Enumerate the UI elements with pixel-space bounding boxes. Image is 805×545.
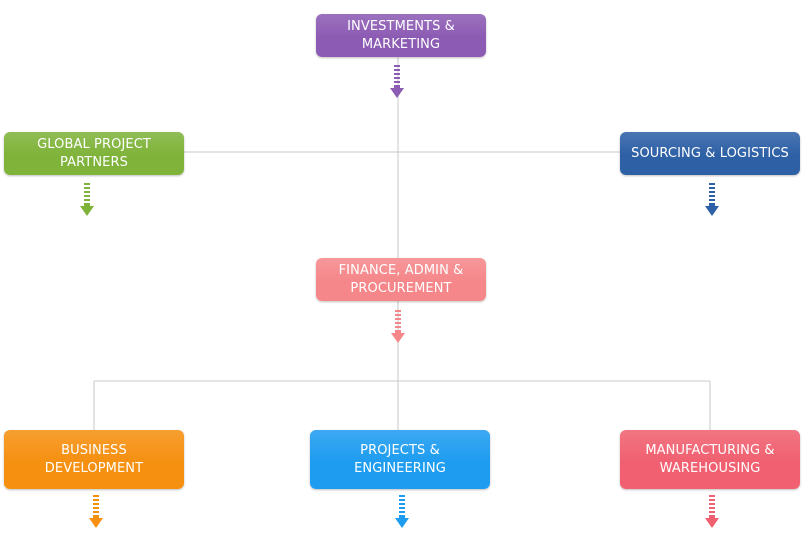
arrow-head bbox=[705, 206, 719, 216]
arrow-dash bbox=[709, 199, 715, 201]
arrow-dash bbox=[93, 503, 99, 505]
arrow-dash bbox=[394, 77, 400, 79]
arrow-dash bbox=[399, 511, 405, 513]
arrow-stem bbox=[709, 203, 715, 207]
down-arrow-icon bbox=[391, 310, 405, 343]
arrow-dash bbox=[709, 511, 715, 513]
global-line2: PARTNERS bbox=[60, 154, 128, 170]
arrow-dash bbox=[84, 195, 90, 197]
arrow-dash bbox=[395, 310, 401, 312]
projects-line1: PROJECTS & bbox=[360, 442, 440, 458]
arrow-dash bbox=[395, 318, 401, 320]
finance-line2: PROCUREMENT bbox=[350, 280, 452, 296]
arrow-dash bbox=[84, 191, 90, 193]
arrow-dash bbox=[399, 507, 405, 509]
arrow-head bbox=[391, 333, 405, 343]
investments-line1: INVESTMENTS & bbox=[347, 18, 455, 34]
arrow-dash bbox=[394, 73, 400, 75]
arrow-dash bbox=[84, 183, 90, 185]
sourcing-line1: SOURCING & LOGISTICS bbox=[631, 145, 789, 161]
projects-engineering-box[interactable]: PROJECTS & ENGINEERING bbox=[310, 430, 490, 489]
arrow-dash bbox=[709, 499, 715, 501]
arrow-dash bbox=[93, 507, 99, 509]
down-arrow-icon bbox=[89, 495, 103, 528]
arrow-dash bbox=[399, 499, 405, 501]
arrow-dash bbox=[709, 503, 715, 505]
investments-marketing-box[interactable]: INVESTMENTS & MARKETING bbox=[316, 14, 486, 57]
manufacturing-warehousing-box[interactable]: MANUFACTURING & WAREHOUSING bbox=[620, 430, 800, 489]
arrow-stem bbox=[394, 85, 400, 89]
arrow-dash bbox=[395, 314, 401, 316]
arrow-dash bbox=[709, 187, 715, 189]
arrow-stem bbox=[93, 515, 99, 519]
arrow-head bbox=[395, 518, 409, 528]
investments-line2: MARKETING bbox=[361, 36, 441, 52]
down-arrow-icon bbox=[390, 65, 404, 98]
arrow-dash bbox=[709, 191, 715, 193]
arrow-dash bbox=[84, 199, 90, 201]
arrow-dash bbox=[93, 495, 99, 497]
arrow-dash bbox=[394, 65, 400, 67]
arrow-head bbox=[89, 518, 103, 528]
arrow-dash bbox=[709, 507, 715, 509]
arrow-dash bbox=[399, 503, 405, 505]
global-project-partners-box[interactable]: GLOBAL PROJECT PARTNERS bbox=[4, 132, 184, 175]
arrow-dash bbox=[394, 69, 400, 71]
arrow-dash bbox=[93, 511, 99, 513]
arrow-dash bbox=[709, 195, 715, 197]
arrow-dash bbox=[93, 499, 99, 501]
down-arrow-icon bbox=[705, 183, 719, 216]
business-line1: BUSINESS bbox=[61, 442, 127, 458]
down-arrow-icon bbox=[80, 183, 94, 216]
arrow-dash bbox=[399, 495, 405, 497]
sourcing-logistics-box[interactable]: SOURCING & LOGISTICS bbox=[620, 132, 800, 175]
manufacturing-line1: MANUFACTURING & bbox=[645, 442, 775, 458]
arrow-head bbox=[80, 206, 94, 216]
manufacturing-line2: WAREHOUSING bbox=[659, 460, 761, 476]
arrow-stem bbox=[84, 203, 90, 207]
down-arrow-icon bbox=[705, 495, 719, 528]
global-line1: GLOBAL PROJECT bbox=[37, 136, 151, 152]
arrow-dash bbox=[394, 81, 400, 83]
arrow-dash bbox=[395, 322, 401, 324]
down-arrow-icon bbox=[395, 495, 409, 528]
arrow-head bbox=[705, 518, 719, 528]
business-line2: DEVELOPMENT bbox=[44, 460, 144, 476]
arrow-dash bbox=[395, 326, 401, 328]
arrow-dash bbox=[709, 495, 715, 497]
finance-line1: FINANCE, ADMIN & bbox=[338, 262, 464, 278]
business-development-box[interactable]: BUSINESS DEVELOPMENT bbox=[4, 430, 184, 489]
arrow-dash bbox=[84, 187, 90, 189]
projects-line2: ENGINEERING bbox=[354, 460, 446, 476]
arrow-head bbox=[390, 88, 404, 98]
arrow-stem bbox=[395, 330, 401, 334]
finance-admin-procurement-box[interactable]: FINANCE, ADMIN & PROCUREMENT bbox=[316, 258, 486, 301]
arrow-stem bbox=[399, 515, 405, 519]
arrow-dash bbox=[709, 183, 715, 185]
arrow-stem bbox=[709, 515, 715, 519]
